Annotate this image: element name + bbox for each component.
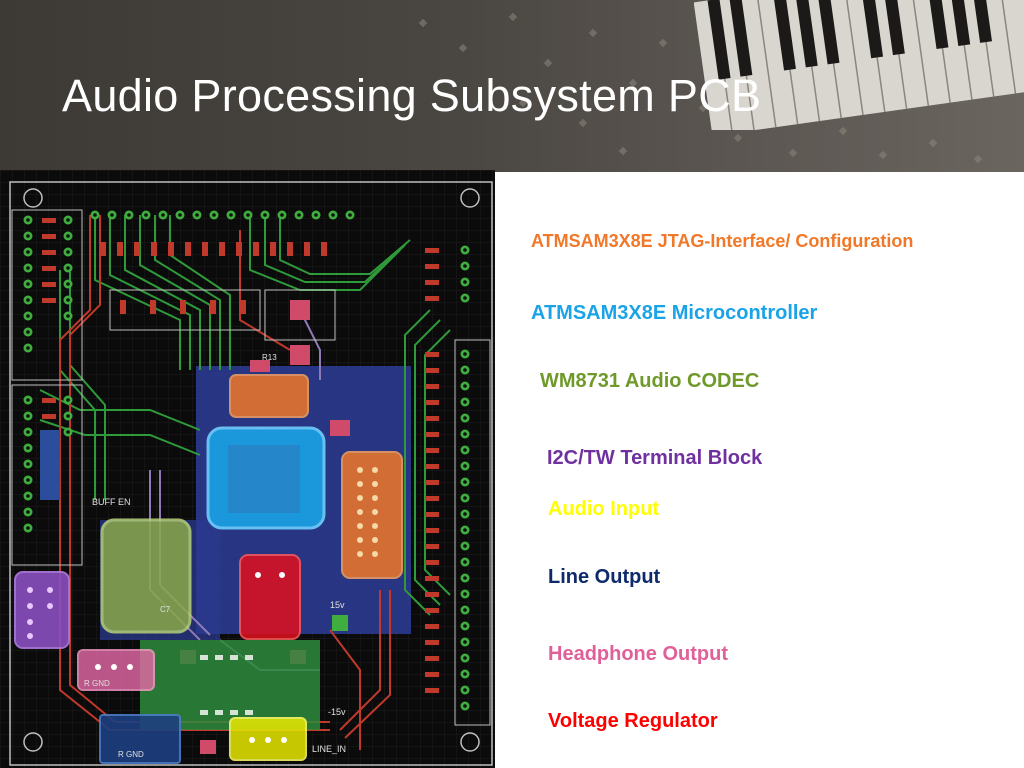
silk-c7-label: C7	[160, 605, 171, 614]
mounting-hole-icon	[23, 732, 43, 752]
mounting-hole-icon	[460, 732, 480, 752]
codec-highlight	[100, 518, 192, 634]
terminal-header-highlight	[341, 451, 403, 579]
legend-codec: WM8731 Audio CODEC	[540, 370, 760, 392]
legend-audio-input: Audio Input	[548, 498, 660, 520]
silk-15v-label: 15v	[330, 600, 345, 610]
line-output-highlight	[99, 714, 181, 764]
silk-line-in-label: LINE_IN	[312, 744, 346, 754]
silk-neg15v-label: -15v	[328, 707, 346, 717]
legend-voltage-regulator: Voltage Regulator	[548, 710, 718, 732]
regulator-highlight	[239, 554, 301, 640]
silk-gnd-label: R GND	[84, 679, 110, 688]
silk-gnd-label-2: R GND	[118, 750, 144, 759]
i2c-block-highlight	[14, 571, 70, 649]
piano-keys-decoration	[694, 0, 1024, 130]
slide-title: Audio Processing Subsystem PCB	[62, 70, 762, 121]
pcb-layout-image: BUFF EN 15v -15v LINE_IN R GND R GND C7 …	[0, 170, 495, 768]
legend-line-output: Line Output	[548, 566, 661, 588]
pcb-drawing: BUFF EN 15v -15v LINE_IN R GND R GND C7 …	[0, 170, 495, 768]
jtag-highlight	[229, 374, 309, 418]
legend-i2c: I2C/TW Terminal Block	[547, 447, 763, 469]
legend-microcontroller: ATMSAM3X8E Microcontroller	[531, 302, 818, 324]
silk-r13-label: R13	[262, 353, 277, 362]
mounting-hole-icon	[23, 188, 43, 208]
legend-jtag: ATMSAM3X8E JTAG-Interface/ Configuration	[531, 231, 914, 251]
headphone-highlight	[77, 649, 155, 691]
mounting-hole-icon	[460, 188, 480, 208]
silk-buffer-label: BUFF EN	[92, 497, 131, 507]
legend-headphone-output: Headphone Output	[548, 643, 728, 665]
slide-header: Audio Processing Subsystem PCB	[0, 0, 1024, 172]
